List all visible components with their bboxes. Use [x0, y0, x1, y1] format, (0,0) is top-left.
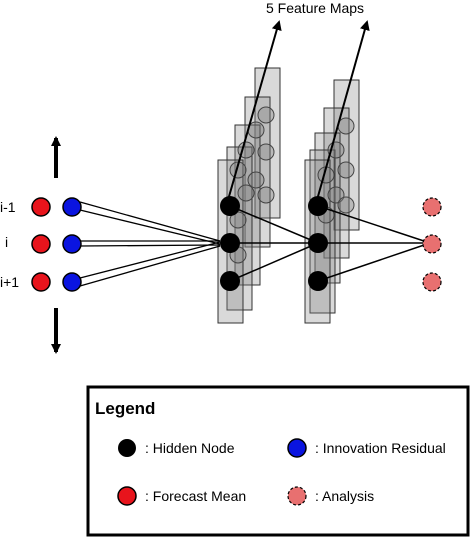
legend-hidden-node-label: : Hidden Node [145, 440, 235, 456]
legend-innovation-residual-label: : Innovation Residual [315, 440, 446, 456]
hidden-node [308, 233, 328, 253]
forecast-mean-node [31, 234, 51, 254]
ghost-node [337, 196, 355, 214]
row-label-next: i+1 [0, 274, 19, 290]
analysis-nodes [422, 197, 442, 292]
legend-hidden-node-swatch [118, 439, 136, 457]
input-connections [79, 201, 221, 287]
row-label-prev: i-1 [0, 199, 16, 215]
analysis-node [422, 234, 442, 254]
hidden-connections [229, 205, 431, 282]
analysis-node [422, 272, 442, 292]
ghost-node [257, 106, 275, 124]
feature-maps-title: 5 Feature Maps [266, 0, 364, 16]
innovation-residual-node [62, 272, 82, 292]
ghost-node [257, 143, 275, 161]
forecast-mean-nodes [31, 197, 51, 292]
row-label-current: i [5, 234, 8, 250]
analysis-node [422, 197, 442, 217]
ghost-node [337, 161, 355, 179]
ghost-nodes-layer1 [229, 106, 275, 264]
ghost-node [257, 186, 275, 204]
ghost-node [247, 171, 265, 189]
innovation-residual-node [62, 197, 82, 217]
feature-maps-layer2 [304, 79, 360, 324]
forecast-mean-node [31, 197, 51, 217]
forecast-mean-node [31, 272, 51, 292]
legend-forecast-mean-swatch [117, 486, 137, 506]
ghost-node [337, 117, 355, 135]
innovation-residual-node [62, 234, 82, 254]
legend-analysis-swatch [287, 486, 307, 506]
legend-innovation-residual-swatch [287, 438, 307, 458]
legend-forecast-mean-label: : Forecast Mean [145, 488, 246, 504]
innovation-residual-nodes [62, 197, 82, 292]
legend-title: Legend [95, 399, 155, 418]
hidden-node [220, 271, 240, 291]
hidden-node [220, 233, 240, 253]
legend: Legend : Hidden Node : Innovation Residu… [86, 385, 470, 537]
hidden-node [308, 196, 328, 216]
feature-map-arrow-1 [227, 20, 282, 201]
hidden-node [308, 271, 328, 291]
legend-analysis-label: : Analysis [315, 488, 374, 504]
feature-map-arrow-2 [316, 20, 370, 201]
ghost-node [237, 184, 255, 202]
hidden-nodes [220, 196, 328, 291]
legend-box [86, 385, 470, 537]
hidden-node [220, 196, 240, 216]
